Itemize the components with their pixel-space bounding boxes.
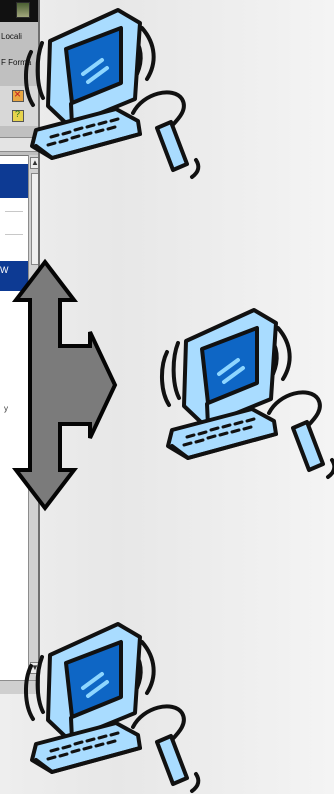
window-titlebar — [0, 0, 38, 22]
computer-icon-top — [24, 8, 201, 179]
pane-line-2 — [5, 234, 23, 235]
help-icon[interactable] — [12, 109, 24, 122]
tab-strip — [0, 137, 38, 152]
computer-icon — [24, 622, 201, 793]
computer-icon-bottom — [24, 622, 201, 793]
three-way-arrow — [11, 258, 118, 512]
computer-icon — [24, 8, 201, 179]
pane-mark: y — [4, 404, 8, 413]
document-pane: W y — [0, 155, 28, 680]
pane-line-1 — [5, 211, 23, 212]
computer-icon-middle — [160, 308, 334, 479]
close-icon[interactable] — [12, 87, 24, 102]
computer-icon — [160, 308, 334, 479]
bottom-status-bar — [0, 680, 38, 694]
scroll-up-icon[interactable]: ▲ — [30, 157, 39, 169]
scroll-thumb[interactable] — [31, 173, 38, 265]
selected-band-1 — [0, 164, 28, 198]
application-icon — [16, 2, 30, 18]
toolbar-text-1: Locali — [1, 32, 22, 41]
selected-band-2: W — [0, 261, 28, 291]
three-way-arrow-icon — [11, 258, 118, 512]
toolbar-text-2: F Forma — [1, 58, 32, 67]
